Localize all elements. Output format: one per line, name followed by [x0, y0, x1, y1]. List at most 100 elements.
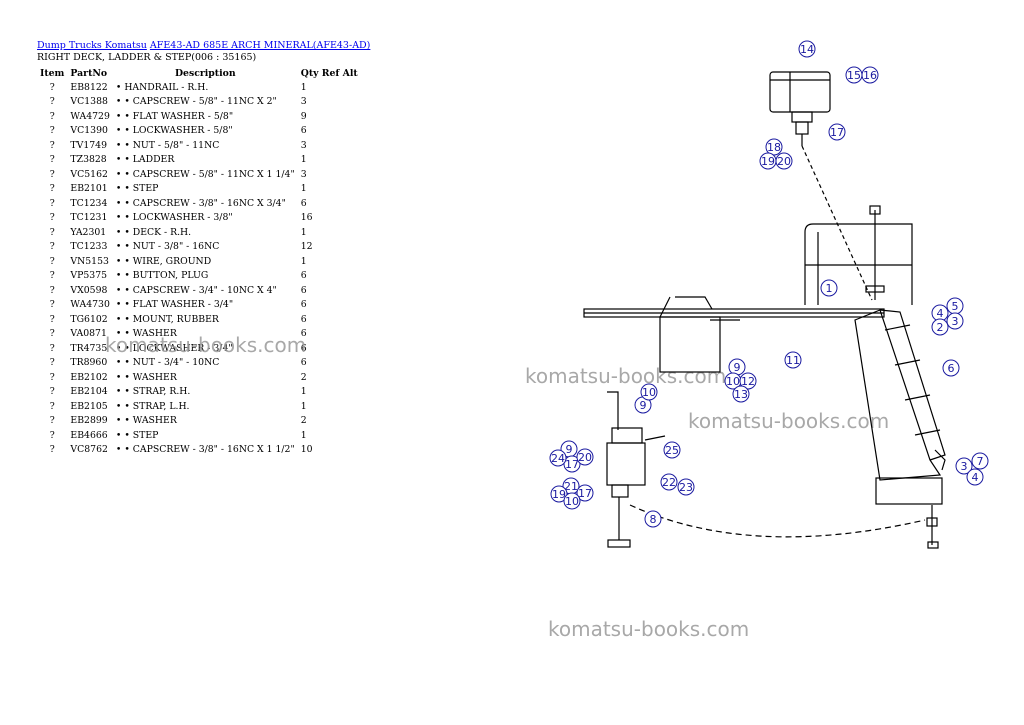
cell-partno: VC8762 — [70, 444, 108, 456]
table-row: ?VC8762• • CAPSCREW - 3/8" - 16NC X 1 1/… — [37, 443, 361, 458]
table-row: ?VC5162• • CAPSCREW - 5/8" - 11NC X 1 1/… — [37, 167, 361, 182]
callout-number: 24 — [551, 452, 565, 465]
cell-qty: 6 — [300, 328, 307, 340]
cell-item: ? — [49, 400, 55, 412]
callout-number: 19 — [761, 155, 775, 168]
cell-description: • • FLAT WASHER - 5/8" — [115, 110, 234, 122]
handrail-drawing — [804, 205, 913, 305]
callout-bubble: 20 — [775, 152, 793, 170]
cell-qty: 1 — [300, 255, 307, 267]
callout-number: 23 — [679, 481, 693, 494]
cell-item: ? — [49, 212, 55, 224]
cell-item: ? — [49, 371, 55, 383]
callout-bubble: 20 — [576, 448, 594, 466]
callout-number: 9 — [640, 399, 647, 412]
callout-number: 22 — [662, 476, 676, 489]
table-row: ?EB2105• • STRAP, L.H.1 — [37, 399, 361, 414]
cell-qty: 6 — [300, 197, 307, 209]
callout-bubble: 19 — [550, 485, 568, 503]
callout-bubble: 15 — [845, 66, 863, 84]
cell-qty: 1 — [300, 183, 307, 195]
breadcrumb-link-dump-trucks[interactable]: Dump Trucks Komatsu — [37, 40, 147, 51]
cell-description: • • LOCKWASHER - 3/4" — [115, 342, 233, 354]
cell-description: • • MOUNT, RUBBER — [115, 313, 219, 325]
cell-partno: VN5153 — [70, 255, 109, 267]
callout-number: 9 — [566, 443, 573, 456]
table-row: ?YA2301• • DECK - R.H.1 — [37, 225, 361, 240]
cell-qty: 3 — [300, 139, 307, 151]
cell-partno: EB4666 — [70, 429, 108, 441]
cell-item: ? — [49, 183, 55, 195]
cell-qty: 1 — [300, 386, 307, 398]
cell-item: ? — [49, 284, 55, 296]
cell-item: ? — [49, 444, 55, 456]
callout-bubble: 23 — [677, 478, 695, 496]
cell-partno: TZ3828 — [70, 154, 107, 166]
table-row: ?VC1390• • LOCKWASHER - 5/8"6 — [37, 124, 361, 139]
cell-qty: 6 — [300, 270, 307, 282]
cell-description: • • STRAP, R.H. — [115, 386, 191, 398]
cell-partno: TR4735 — [70, 342, 108, 354]
cell-description: • • FLAT WASHER - 3/4" — [115, 299, 234, 311]
cell-partno: TV1749 — [70, 139, 107, 151]
cell-item: ? — [49, 139, 55, 151]
callout-number: 17 — [830, 126, 844, 139]
cell-item: ? — [49, 299, 55, 311]
cell-qty: 2 — [300, 371, 307, 383]
cell-item: ? — [49, 429, 55, 441]
callout-number: 6 — [948, 362, 955, 375]
cell-partno: EB8122 — [70, 81, 108, 93]
callout-number: 11 — [786, 354, 800, 367]
callout-number: 15 — [847, 69, 861, 82]
callout-bubble: 14 — [798, 40, 816, 58]
cell-item: ? — [49, 154, 55, 166]
cell-item: ? — [49, 241, 55, 253]
watermark: komatsu-books.com — [548, 617, 750, 641]
ground-wire-drawing — [629, 504, 926, 538]
cell-item: ? — [49, 168, 55, 180]
cell-qty: 6 — [300, 125, 307, 137]
callout-number: 18 — [767, 141, 781, 154]
header-partno: PartNo — [70, 67, 108, 79]
callout-bubble: 21 — [562, 477, 580, 495]
cell-item: ? — [49, 386, 55, 398]
callout-number: 9 — [734, 361, 741, 374]
cell-qty: 10 — [300, 444, 313, 456]
cell-partno: EB2101 — [70, 183, 108, 195]
callout-bubble: 17 — [576, 484, 594, 502]
callout-number: 16 — [863, 69, 877, 82]
table-row: ?VC1388• • CAPSCREW - 5/8" - 11NC X 2"3 — [37, 95, 361, 110]
breadcrumb: Dump Trucks Komatsu AFE43-AD 685E ARCH M… — [37, 40, 370, 51]
cell-partno: TC1233 — [70, 241, 108, 253]
table-header-row: Item PartNo Description Qty Ref Alt — [37, 66, 361, 80]
cell-qty: 1 — [300, 154, 307, 166]
cell-partno: EB2102 — [70, 371, 108, 383]
callout-bubble: 16 — [861, 66, 879, 84]
table-row: ?TC1234• • CAPSCREW - 3/8" - 16NC X 3/4"… — [37, 196, 361, 211]
callout-number: 13 — [734, 388, 748, 401]
cell-partno: VA0871 — [70, 328, 107, 340]
table-row: ?EB8122• HANDRAIL - R.H.1 — [37, 80, 361, 95]
cell-description: • • LADDER — [115, 154, 175, 166]
cell-partno: WA4729 — [70, 110, 110, 122]
callout-number: 4 — [937, 307, 944, 320]
deck-drawing — [583, 296, 885, 373]
cell-qty: 6 — [300, 284, 307, 296]
cell-item: ? — [49, 197, 55, 209]
callout-number: 19 — [552, 488, 566, 501]
cell-qty: 6 — [300, 342, 307, 354]
cell-partno: EB2104 — [70, 386, 108, 398]
cell-description: • • CAPSCREW - 5/8" - 11NC X 1 1/4" — [115, 168, 295, 180]
cell-description: • • STEP — [115, 429, 159, 441]
cell-item: ? — [49, 415, 55, 427]
cell-qty: 1 — [300, 81, 307, 93]
cell-qty: 1 — [300, 226, 307, 238]
callout-bubble: 2 — [931, 318, 949, 336]
breadcrumb-link-model[interactable]: AFE43-AD 685E ARCH MINERAL(AFE43-AD) — [149, 40, 371, 51]
callout-bubble: 12 — [739, 372, 757, 390]
cell-description: • • LOCKWASHER - 5/8" — [115, 125, 233, 137]
